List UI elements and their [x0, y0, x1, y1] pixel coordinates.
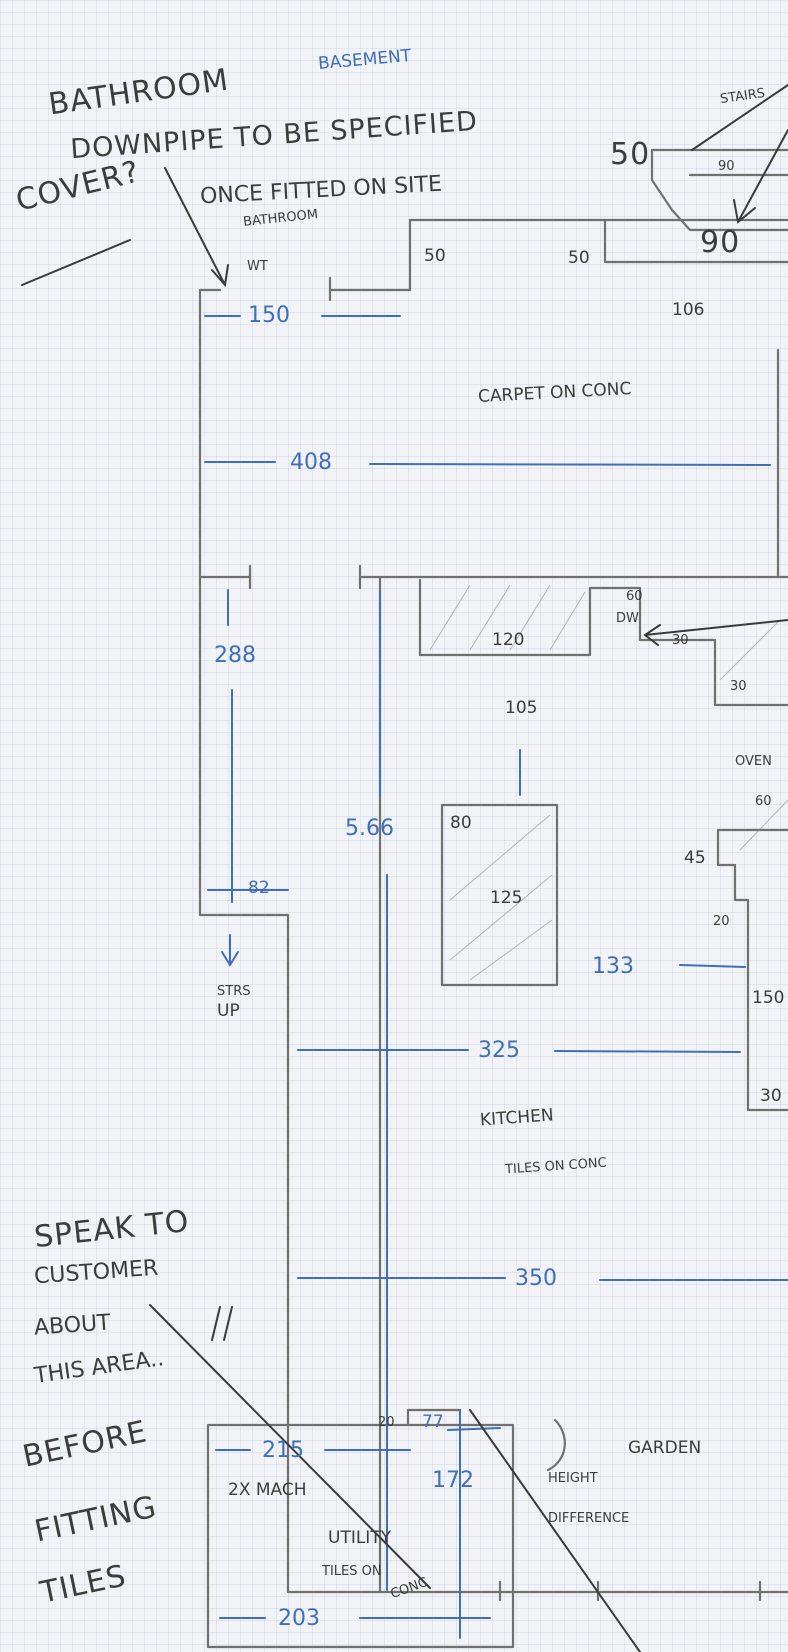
basement-top-step [603, 218, 788, 264]
label-wt: WT [247, 259, 268, 274]
label-oven: OVEN [735, 754, 772, 769]
dim-60-dw: 60 [626, 589, 643, 604]
label-2x-mach: 2X MACH [228, 1480, 307, 1500]
speak-hash [211, 1306, 233, 1341]
label-strs: STRS [217, 984, 251, 999]
dim-150-right: 150 [752, 988, 785, 1008]
dim-30-b: 30 [730, 679, 747, 694]
dim-408: 408 [290, 450, 332, 475]
dw-step [588, 586, 788, 707]
dim-82: 82 [248, 878, 270, 898]
dim-203: 203 [278, 1606, 320, 1631]
dim-50-a: 50 [424, 246, 446, 266]
stairs-down-arrowhead [221, 951, 239, 967]
bedroom-door-marks [248, 276, 362, 590]
dim-133: 133 [592, 954, 634, 979]
basement-wall-outline [198, 288, 788, 1594]
label-speak-3: ABOUT [33, 1310, 112, 1341]
label-tiles-on: TILES ON [322, 1564, 382, 1579]
dim-566: 5.66 [345, 816, 394, 841]
dim-77-line [447, 1427, 501, 1431]
label-utility: UTILITY [328, 1528, 392, 1548]
dim-60-oven: 60 [755, 794, 772, 809]
basement-top-wall [198, 218, 788, 292]
oven-cabinets [716, 828, 788, 1112]
dim-20: 20 [713, 914, 730, 929]
stairs-pointer [691, 84, 788, 151]
dim-106: 106 [672, 300, 705, 320]
height-difference-bracket [546, 1418, 566, 1472]
dim-325: 325 [478, 1038, 520, 1063]
dim-30-a: 30 [672, 633, 689, 648]
cover-underline [21, 239, 131, 286]
dim-125: 125 [490, 888, 523, 908]
worktop-left [418, 578, 592, 657]
dim-288: 288 [214, 643, 256, 668]
downpipe-pointer [164, 167, 229, 288]
label-dw: DW [616, 611, 639, 626]
dw-pointer [643, 619, 788, 646]
label-height: HEIGHT [548, 1471, 598, 1486]
dim-325-line-b [554, 1050, 741, 1053]
island-outline [440, 803, 559, 987]
dim-77: 77 [422, 1412, 444, 1432]
dim-133-line [679, 964, 746, 968]
dim-20-util: 20 [378, 1415, 395, 1430]
dim-215: 215 [262, 1438, 304, 1463]
dim-150: 150 [248, 303, 290, 328]
util-cross-line [469, 1409, 641, 1652]
dim-80: 80 [450, 813, 472, 833]
dim-90-big: 90 [700, 225, 741, 260]
dim-45: 45 [684, 848, 706, 868]
label-difference: DIFFERENCE [548, 1511, 630, 1526]
utility-notch [406, 1408, 462, 1427]
dim-50-big: 50 [610, 137, 651, 172]
dim-50-b: 50 [568, 248, 590, 268]
stairs-outline [650, 148, 788, 232]
dim-120: 120 [492, 630, 525, 650]
stairs-pointer-b [733, 129, 788, 224]
dim-105: 105 [505, 698, 538, 718]
speak-line [149, 1304, 431, 1589]
dim-350: 350 [515, 1266, 557, 1291]
dim-90-small: 90 [718, 159, 735, 174]
dim-408-line-b [369, 463, 771, 466]
label-garden: GARDEN [628, 1438, 702, 1458]
label-up: UP [217, 1001, 240, 1021]
dim-172: 172 [432, 1468, 474, 1493]
dim-30-right: 30 [760, 1086, 782, 1106]
utility-outline [206, 1423, 515, 1649]
